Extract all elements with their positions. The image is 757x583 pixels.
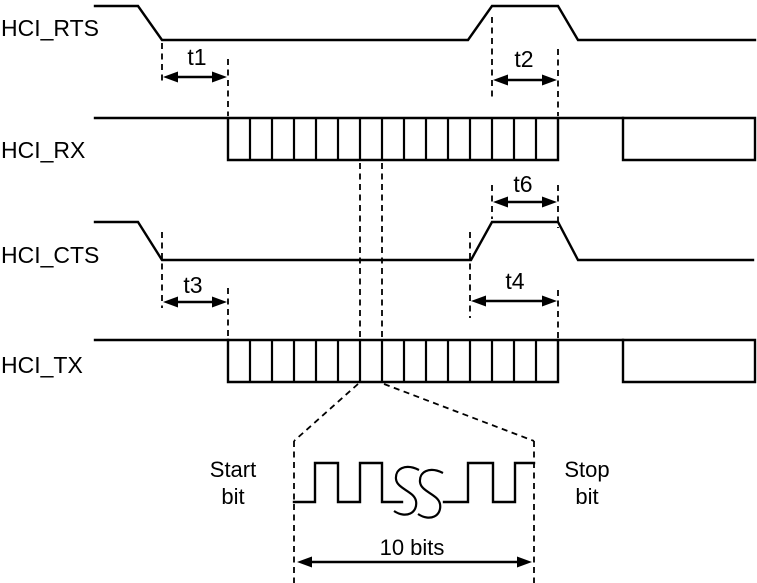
zoom-fan-right: [383, 383, 535, 442]
break-symbol-s1: [393, 465, 420, 516]
t6-arrowhead-right: [542, 196, 557, 208]
hci-tx-serial-envelope: [226, 338, 560, 384]
stop-bit-label-line2: bit: [575, 484, 598, 509]
signal-label-hci-cts: HCI_CTS: [1, 242, 99, 268]
ten-bits-arrowhead-right: [517, 556, 532, 568]
t2-arrowhead-right: [542, 74, 557, 86]
t3-label: t3: [183, 272, 202, 298]
serial-frame-detail: Start bit Stop bit 10 bits: [210, 441, 610, 583]
signal-label-hci-rts: HCI_RTS: [1, 15, 99, 41]
start-bit-label-line1: Start: [210, 457, 256, 482]
t1-label: t1: [187, 44, 206, 70]
detail-waveform-right: [442, 461, 536, 504]
timing-annotation-t1: t1: [161, 43, 229, 116]
hci-rx-next-frame-box: [621, 116, 757, 162]
start-bit-label-line2: bit: [221, 484, 244, 509]
timing-annotation-t6: t6: [491, 171, 559, 228]
t1-arrowhead-left: [163, 71, 178, 83]
signal-label-hci-tx: HCI_TX: [1, 352, 83, 378]
hci-rx-serial-envelope: [226, 116, 560, 162]
timing-annotation-t3: t3: [161, 232, 229, 336]
magnified-bit-cell-guides: [293, 163, 535, 442]
ten-bits-label: 10 bits: [380, 535, 445, 560]
hci-tx-next-frame-box: [621, 338, 757, 384]
ten-bits-arrowhead-left: [297, 556, 312, 568]
timing-annotation-t2: t2: [491, 17, 559, 116]
t2-arrowhead-left: [493, 74, 508, 86]
detail-waveform-left: [292, 461, 404, 504]
signal-row-hci-rts: HCI_RTS: [1, 4, 757, 42]
hci-rx-bit-dividers: [248, 118, 538, 160]
signal-row-hci-cts: HCI_CTS: [1, 220, 755, 268]
signal-label-hci-rx: HCI_RX: [1, 137, 85, 163]
zoom-fan-left: [293, 383, 359, 442]
break-symbol-s2: [417, 468, 444, 519]
hci-cts-waveform: [93, 220, 755, 262]
t6-arrowhead-left: [493, 196, 508, 208]
t1-arrowhead-right: [212, 71, 227, 83]
t3-arrowhead-left: [163, 296, 178, 308]
hci-rts-waveform: [93, 4, 757, 42]
t2-label: t2: [514, 46, 533, 72]
t4-arrowhead-right: [542, 295, 557, 307]
signal-row-hci-rx: HCI_RX: [1, 116, 757, 163]
t6-label: t6: [513, 171, 532, 197]
stop-bit-label-line1: Stop: [564, 457, 609, 482]
t3-arrowhead-right: [212, 296, 227, 308]
signal-row-hci-tx: HCI_TX: [1, 338, 757, 384]
hci-tx-bit-dividers: [248, 340, 538, 382]
timing-annotation-t4: t4: [469, 232, 559, 338]
t4-label: t4: [505, 268, 524, 294]
t4-arrowhead-left: [471, 295, 486, 307]
